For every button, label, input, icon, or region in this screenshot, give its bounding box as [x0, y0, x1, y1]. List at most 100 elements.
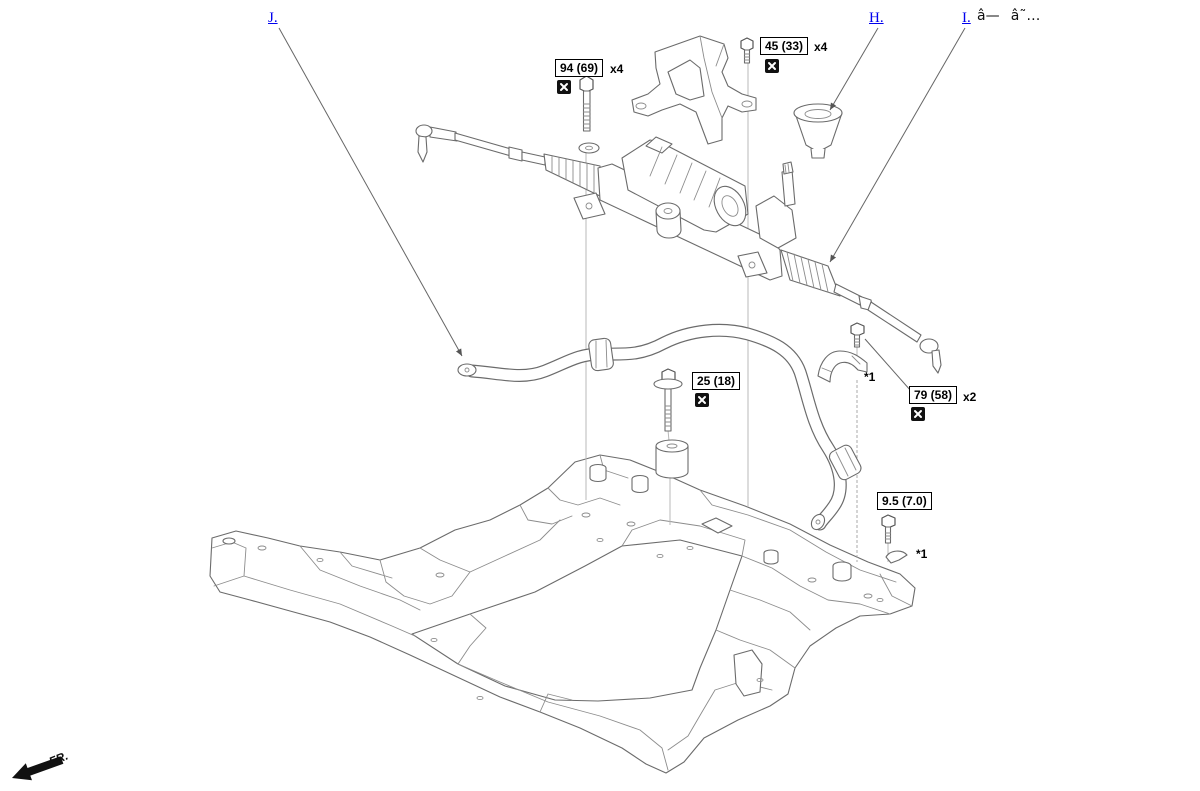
detail-line	[699, 489, 897, 583]
front-direction-label: FR.	[47, 749, 70, 769]
front-subframe	[209, 454, 916, 774]
spline-detail	[784, 163, 790, 174]
boot-rib	[551, 156, 595, 193]
hole	[596, 537, 604, 543]
cover-opening	[804, 109, 832, 119]
pinion-housing	[755, 195, 797, 249]
mount-hole	[222, 537, 236, 545]
bolt-flange-washer	[653, 378, 683, 390]
hole	[756, 677, 764, 683]
x-box-icon	[911, 407, 925, 421]
cover-neck	[810, 148, 826, 159]
torque-spec-label: 94 (69)	[555, 59, 604, 77]
tie-rod-end-left-arm	[429, 126, 458, 142]
callout-link-i[interactable]: I.	[962, 10, 971, 26]
tie-rod-lock-nut-left	[508, 146, 523, 162]
detail-line	[621, 519, 746, 557]
bracket-detail	[821, 355, 861, 373]
mounting-pad	[701, 517, 733, 534]
torque-spec-label: 25 (18)	[692, 372, 741, 390]
detail-line	[299, 545, 421, 611]
leader-line-h	[829, 27, 879, 111]
subframe-detail-lines	[211, 454, 913, 771]
detail-line	[519, 504, 573, 525]
motor-end-cover-detail	[721, 195, 739, 217]
hole	[656, 553, 664, 559]
stabilizer-bracket-body	[817, 350, 868, 383]
pinion-input-shaft	[781, 169, 796, 207]
leader-line-j	[278, 27, 463, 357]
detail-line	[879, 573, 913, 607]
callout-i-suffix-text: â—â˜…	[977, 8, 1041, 24]
hole	[257, 545, 267, 551]
x-box-icon	[695, 393, 709, 407]
washer-outer	[578, 142, 600, 154]
bolt-shank	[853, 334, 861, 348]
hole	[863, 593, 873, 599]
hole	[430, 637, 438, 643]
bracket-foot-hole	[635, 102, 647, 110]
tie-rod-left	[454, 132, 512, 157]
stabilizer-bar	[457, 323, 862, 531]
stabilizer-bar-end-hole	[464, 367, 470, 373]
steering-gear-bracket	[631, 35, 757, 145]
inner-rod-left	[521, 151, 546, 166]
cover-rim	[793, 103, 843, 123]
detail-line	[457, 663, 669, 771]
mount-collar	[832, 565, 852, 582]
mount-ear-hole	[748, 261, 756, 269]
detail-line	[715, 629, 796, 669]
stabilizer-bar-tube	[466, 325, 846, 530]
bracket-detail	[699, 35, 725, 119]
mount-bolt	[653, 368, 683, 432]
stabilizer-bar-end-hole	[815, 519, 821, 525]
mount-collar	[763, 552, 779, 565]
boot-rib	[786, 251, 829, 293]
detail-line	[741, 555, 891, 615]
stabilizer-bar-end-left	[457, 363, 477, 377]
callout-link-h[interactable]: H.	[869, 10, 884, 26]
bolt-shank	[884, 526, 892, 544]
hole	[476, 695, 484, 701]
rubber-mount-top	[655, 439, 689, 453]
guide-line	[667, 429, 670, 442]
subframe-mounts	[222, 463, 852, 697]
subframe-holes	[257, 512, 884, 701]
steering-gear-assembly	[415, 124, 942, 374]
x-box-icon	[765, 59, 779, 73]
bolt-thread	[885, 532, 891, 540]
stabilizer-bar-end-right	[810, 513, 826, 531]
quantity-label: x4	[814, 40, 828, 54]
rubber-mount	[655, 439, 689, 479]
inner-rod-right	[833, 283, 863, 306]
detail-line	[419, 519, 561, 573]
gear-mount-bolt	[579, 75, 594, 132]
bolt-head	[579, 75, 594, 93]
rubber-mount-body	[655, 445, 689, 479]
bushing-detail	[595, 339, 608, 369]
detail-line	[211, 541, 247, 577]
detail-line	[213, 575, 416, 637]
housing-bushing-top	[655, 202, 681, 220]
tie-rod-right	[867, 301, 922, 343]
housing-mount-ear-right	[737, 251, 768, 278]
bolt-head	[740, 37, 754, 52]
torque-spec-label: 79 (58)	[909, 386, 958, 404]
front-arrow-icon	[12, 756, 64, 781]
callout-link-j[interactable]: J.	[268, 10, 278, 26]
mount-ear-hole	[585, 202, 593, 210]
hole	[435, 572, 445, 578]
small-bolt	[881, 514, 896, 544]
tie-rod-end-left-stud	[417, 135, 428, 163]
hole	[686, 545, 694, 551]
steering-column-hole-cover	[793, 103, 843, 159]
rubber-mount-hole	[666, 443, 678, 449]
washer	[578, 142, 600, 154]
note-marker: *1	[916, 547, 928, 561]
bracket-bolt	[740, 37, 754, 64]
bolt-head	[850, 322, 865, 337]
bolt-thread	[854, 338, 860, 346]
bracket-opening	[667, 59, 705, 101]
x-box-icon	[557, 80, 571, 94]
